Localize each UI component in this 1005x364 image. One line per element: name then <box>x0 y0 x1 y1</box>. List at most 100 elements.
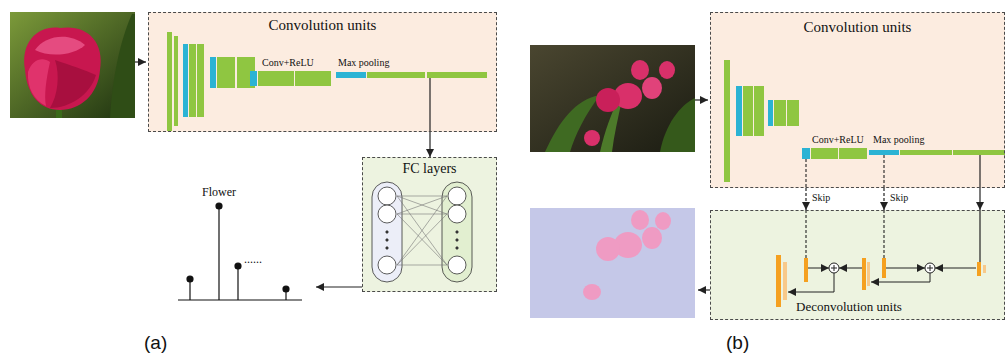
conv-layer-stack <box>869 150 899 155</box>
conv-layer-stack <box>768 100 773 126</box>
edge-label: Skip <box>811 192 831 204</box>
conv-layer-stack <box>724 60 730 182</box>
box-fill <box>710 12 1005 188</box>
ellipsis-mark: ...... <box>244 253 262 267</box>
skip-connector <box>805 188 806 210</box>
panel-label: (b) <box>726 332 749 354</box>
fc-network <box>456 239 458 241</box>
score-chart <box>235 263 241 269</box>
deconv-flow <box>808 268 829 269</box>
box-fill <box>148 12 497 132</box>
skip-connector <box>883 188 884 210</box>
deconv-layer-stack <box>776 255 781 307</box>
feature-line <box>429 78 430 132</box>
fc-network <box>448 256 466 274</box>
conv-layer-stack <box>900 150 952 155</box>
fc-network <box>397 196 447 214</box>
box-fill <box>710 210 1005 320</box>
layer-label: Max pooling <box>338 57 389 69</box>
conv-layer-stack <box>189 44 196 117</box>
deconv-layer-stack <box>804 258 808 282</box>
tulip-photo <box>110 14 135 118</box>
tulip-photo <box>631 60 649 80</box>
conv-layer-stack <box>210 57 216 88</box>
fc-network <box>378 187 396 205</box>
fc-network <box>397 214 447 215</box>
tulip-photo <box>642 77 662 99</box>
tulip-photo <box>10 12 135 118</box>
score-chart <box>283 286 289 292</box>
segmentation-map <box>642 227 662 249</box>
score-chart <box>237 266 238 300</box>
tulip-photo <box>659 61 675 79</box>
conv-layer-stack <box>336 72 366 78</box>
conv-layer-stack <box>250 71 257 86</box>
box-title: Convolution units <box>149 17 496 34</box>
conv-layer-stack <box>953 150 1005 155</box>
conv-layer-stack <box>183 44 188 117</box>
sum-symbol <box>829 263 935 273</box>
box-title: Deconvolution units <box>796 300 902 315</box>
input-arrow <box>695 99 708 100</box>
fc-network <box>386 247 388 249</box>
segmentation-map <box>655 212 671 230</box>
deconv-layer-stack <box>783 262 787 300</box>
deconv-layer-stack <box>977 262 981 276</box>
skip-line <box>883 155 884 188</box>
fc-network <box>372 182 472 282</box>
conv-layer-stack <box>743 86 753 136</box>
fc-network <box>378 256 396 274</box>
layer-label: Conv+ReLU <box>812 134 864 146</box>
feature-line <box>979 210 980 262</box>
conv-layer-stack <box>802 148 810 159</box>
skip-line <box>805 210 806 258</box>
conv-layer-stack <box>787 100 799 126</box>
fc-network <box>397 214 447 265</box>
conv-layer-stack <box>736 86 742 136</box>
conv-layer-stack <box>167 32 172 131</box>
fc-network <box>456 247 458 249</box>
conv-layer-stack <box>174 36 178 126</box>
score-chart <box>178 299 302 300</box>
class-label: Flower <box>202 186 236 200</box>
output-arrow <box>698 289 710 290</box>
tulip-photo <box>28 59 50 106</box>
fc-layers-box: FC layers <box>362 157 497 292</box>
conv-layer-stack <box>258 71 294 86</box>
deconv-flow <box>788 268 976 292</box>
deconv-flow <box>788 273 834 292</box>
fc-network <box>448 205 466 223</box>
fc-network <box>397 214 447 265</box>
box-fill <box>362 157 497 292</box>
tulip-photo <box>24 27 101 110</box>
tulip-photo <box>660 98 695 152</box>
conv-layer-stack <box>427 72 487 78</box>
fc-network <box>397 196 447 214</box>
fc-network <box>456 231 458 233</box>
tulip-photo <box>10 12 135 118</box>
tulip-photo <box>35 37 85 55</box>
segmentation-map <box>530 208 695 318</box>
segmentation-map <box>530 208 695 318</box>
sum-symbol <box>829 263 839 273</box>
box-title: FC layers <box>363 161 496 177</box>
conv-layer-stack <box>367 72 425 78</box>
tulip-photo <box>545 95 600 152</box>
deconv-units-box: Deconvolution units <box>710 210 1005 320</box>
conv-layer-stack <box>295 71 331 86</box>
deconv-flow <box>839 268 862 269</box>
fc-network <box>397 196 447 197</box>
conv-units-box: Convolution units <box>710 12 1005 188</box>
score-chart <box>218 206 219 300</box>
deconv-layer-stack <box>862 258 866 290</box>
skip-line <box>806 155 884 258</box>
output-arrow <box>316 286 362 287</box>
panel-label: (a) <box>144 332 167 354</box>
score-chart <box>187 276 193 282</box>
feature-line <box>979 155 980 262</box>
sum-symbol <box>930 265 931 271</box>
conv-layer-stack <box>754 86 764 136</box>
score-chart <box>178 203 302 300</box>
flow-connector <box>429 132 430 157</box>
conv-layer-stack <box>774 100 786 126</box>
